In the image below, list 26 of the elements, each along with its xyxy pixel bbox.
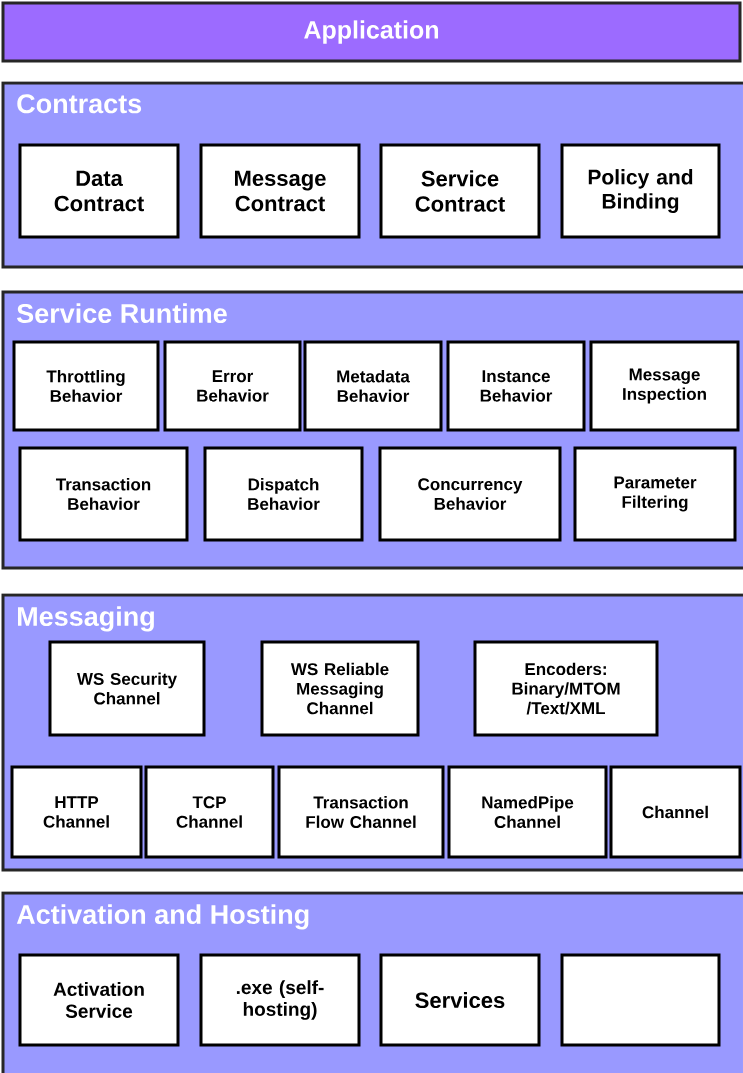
component-box: HTTP Channel <box>10 765 143 859</box>
component-box: WS Security Channel <box>48 640 206 737</box>
component-box: Services <box>379 953 541 1047</box>
component-box: Error Behavior <box>163 340 302 432</box>
component-box: Transaction Behavior <box>18 446 189 542</box>
component-box <box>560 953 721 1047</box>
component-box: Concurrency Behavior <box>378 446 562 542</box>
component-box: Channel <box>609 765 742 859</box>
component-box: Instance Behavior <box>446 340 586 432</box>
component-box: Encoders: Binary/MTOM /Text/XML <box>473 640 659 737</box>
layer-band: Application <box>1 1 742 63</box>
component-box: Service Contract <box>379 143 541 239</box>
component-box: Dispatch Behavior <box>203 446 364 542</box>
component-box: NamedPipe Channel <box>447 765 608 859</box>
component-box: .exe (self-hosting) <box>199 953 361 1047</box>
component-box: Data Contract <box>18 143 180 239</box>
component-box: TCP Channel <box>144 765 275 859</box>
component-box: Transaction Flow Channel <box>277 765 445 859</box>
component-box: Activation Service <box>18 953 180 1047</box>
component-box: Policy and Binding <box>560 143 721 239</box>
component-box: Parameter Filtering <box>573 446 737 542</box>
component-box: Metadata Behavior <box>303 340 443 432</box>
component-box: Message Contract <box>199 143 361 239</box>
component-box: Throttling Behavior <box>12 340 160 432</box>
component-box: Message Inspection <box>589 340 740 432</box>
component-box: WS Reliable Messaging Channel <box>260 640 420 737</box>
